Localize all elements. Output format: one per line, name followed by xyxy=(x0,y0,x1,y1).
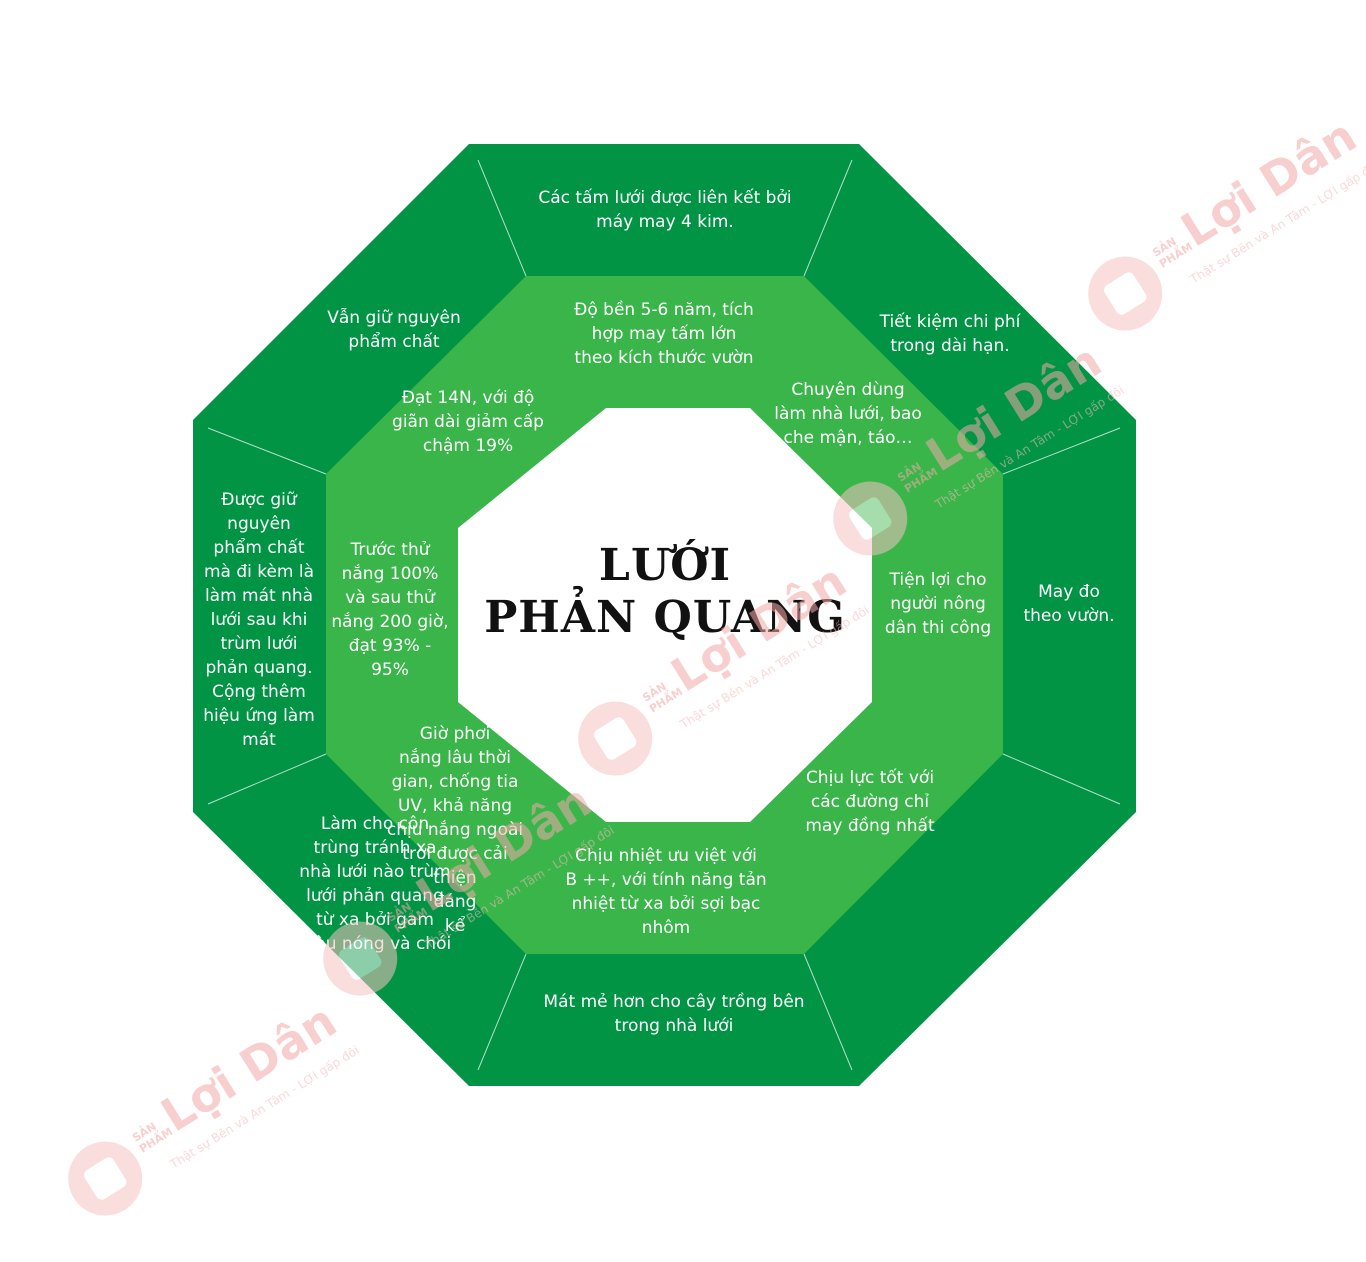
diagram-title: LƯỚI PHẢN QUANG xyxy=(484,540,846,643)
divider-line xyxy=(1002,753,1121,805)
outer-text-top-left: Vẫn giữ nguyên phẩm chất xyxy=(327,308,461,352)
divider-line xyxy=(477,159,527,277)
inner-text-right: Tiện lợi cho người nông dân thi công xyxy=(884,570,992,638)
divider-line xyxy=(1002,427,1121,475)
inner-text-left: Trước thử nắng 100% và sau thử nắng 200 … xyxy=(331,540,449,680)
inner-text-top: Độ bền 5-6 năm, tích hợp may tấm lớn the… xyxy=(574,300,754,368)
outer-text-bottom: Mát mẻ hơn cho cây trồng bên trong nhà l… xyxy=(543,992,805,1036)
outer-text-bottom-right: Chịu lực tốt với các đường chỉ may đồng … xyxy=(805,768,935,836)
divider-line xyxy=(803,159,853,277)
outer-text-top-right: Tiết kiệm chi phí trong dài hạn. xyxy=(879,312,1021,356)
inner-text-top-left: Đạt 14N, với độ giãn dài giảm cấp chậm 1… xyxy=(392,388,544,456)
inner-text-top-right: Chuyên dùng làm nhà lưới, bao che mận, t… xyxy=(774,380,922,448)
outer-text-top: Các tấm lưới được liên kết bởi máy may 4… xyxy=(538,188,792,232)
center-octagon xyxy=(458,408,872,822)
outer-text-left: Được giữ nguyên phẩm chất mà đi kèm là l… xyxy=(203,490,315,750)
outer-dividers xyxy=(207,159,1121,1071)
inner-text-bottom: Chịu nhiệt ưu việt với B ++, với tính nă… xyxy=(565,846,767,938)
inner-text-bottom-left: Giờ phơi nắng lâu thời gian, chống tia U… xyxy=(386,724,524,936)
divider-line xyxy=(207,753,327,805)
octagon-diagram xyxy=(193,144,1136,1086)
divider-line xyxy=(803,953,853,1071)
divider-line xyxy=(477,953,527,1071)
outer-text-right: May đo theo vườn. xyxy=(1023,582,1115,626)
divider-line xyxy=(207,427,327,475)
